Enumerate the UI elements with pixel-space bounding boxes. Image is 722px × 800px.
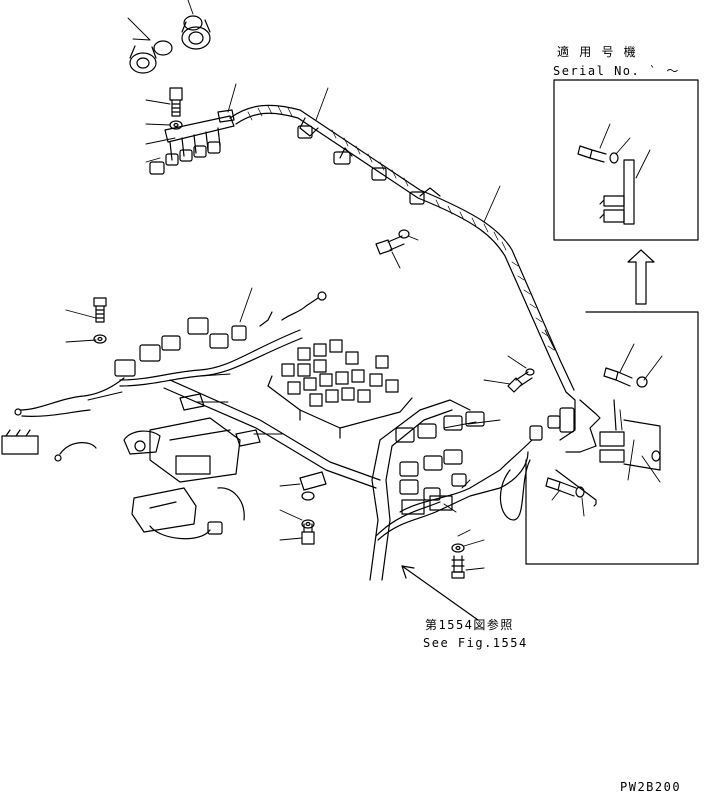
upper-harness — [229, 104, 576, 441]
bolt-bottom-right-center — [451, 543, 465, 579]
leader-lines-upper-harness — [227, 83, 556, 351]
right-center-harness — [369, 399, 533, 581]
upper-connector-cluster — [149, 109, 235, 175]
leader-lines-bottom-center — [279, 509, 303, 541]
serial-label-en: Serial No. ` ～ — [553, 64, 680, 78]
reference-label-jp: 第1554図参照 — [425, 618, 514, 632]
lower-harness-main — [1, 291, 413, 540]
bolt-bottom-center — [301, 491, 315, 545]
right-detail-box — [525, 311, 699, 565]
bolt-top-left — [169, 87, 183, 130]
leader-lines-lower-left — [65, 287, 301, 487]
leader-lines-top-left — [145, 99, 176, 163]
leader-lines-bolt-right-harness — [483, 355, 527, 385]
bolt-mid-upper — [375, 229, 410, 255]
serial-detail-box — [553, 79, 699, 241]
bolt-left — [93, 297, 107, 344]
reference-label-en: See Fig.1554 — [423, 636, 528, 650]
serial-label-jp: 適 用 号 機 — [557, 45, 638, 59]
leader-lines-grommets — [127, 0, 194, 41]
leader-lines-serial-box — [599, 123, 651, 179]
up-arrow — [627, 249, 655, 305]
leader-lines-bolt-mid-upper — [391, 235, 419, 269]
leader-lines-right-center — [443, 419, 501, 513]
reference-arrow — [401, 565, 479, 621]
grommet-pair — [129, 15, 211, 74]
leader-lines-bottom-right-center — [457, 529, 485, 571]
leader-lines-right-box — [551, 343, 663, 517]
drawing-code: PW2B200 — [620, 780, 682, 794]
bolt-right-harness — [507, 368, 535, 393]
